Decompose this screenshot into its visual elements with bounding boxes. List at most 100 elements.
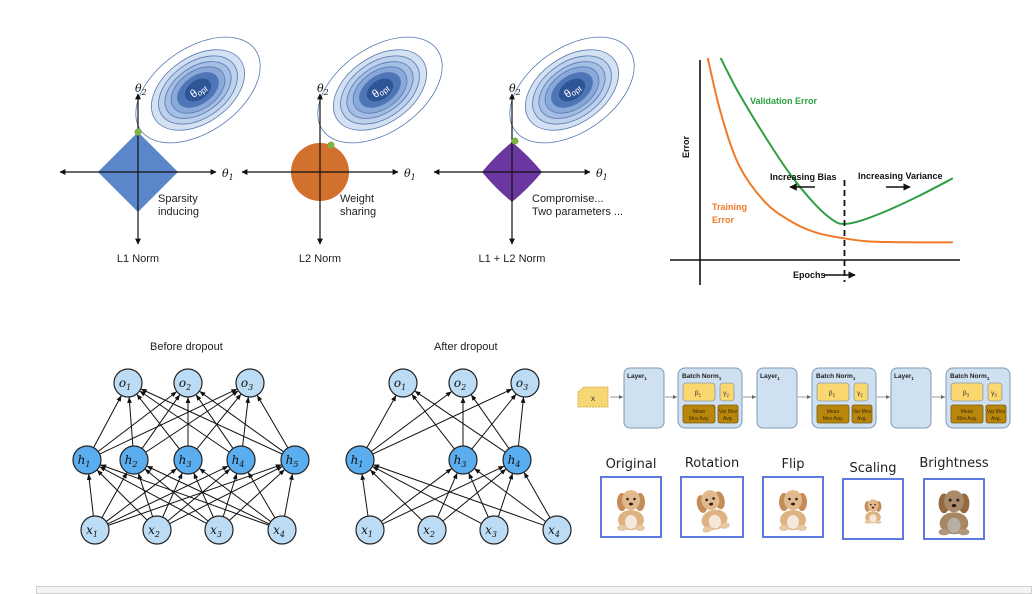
after-dropout-title: After dropout [434, 341, 498, 353]
connection [105, 468, 178, 522]
svg-text:Batch Norm1: Batch Norm1 [816, 373, 856, 381]
puppy-image [938, 490, 970, 536]
input-x-node: x [577, 386, 609, 408]
svg-text:Var Mov: Var Mov [987, 409, 1006, 415]
mean-moving-average [682, 404, 716, 424]
augmentation-label: Brightness [919, 456, 989, 471]
caption-line-2: inducing [158, 206, 199, 218]
output-node: o2 [448, 368, 478, 398]
variance-moving-average [985, 404, 1007, 424]
connection [93, 395, 122, 448]
augmentation-label: Flip [781, 457, 805, 472]
connection [468, 472, 489, 518]
hidden-node: h4 [226, 445, 256, 475]
connection [140, 388, 283, 455]
connection [199, 390, 284, 453]
connection [442, 468, 507, 522]
connection [523, 471, 551, 519]
svg-text:Mov Avg.: Mov Avg. [823, 416, 843, 422]
connection [242, 396, 251, 447]
svg-text:β1: β1 [695, 390, 702, 398]
connection [414, 390, 506, 453]
connection [169, 465, 283, 525]
connection [101, 471, 128, 519]
input-node: x4 [542, 515, 572, 545]
theta1-label: θ1 [222, 167, 234, 182]
connection [517, 396, 526, 447]
svg-text:x1: x1 [86, 523, 98, 539]
svg-text:Avg.: Avg. [723, 416, 733, 422]
augmentation-image-frame [923, 478, 985, 540]
svg-text:x2: x2 [148, 523, 160, 539]
norm-label: L1 Norm [117, 253, 159, 265]
caption-line-2: sharing [340, 206, 376, 218]
y-axis-label: Error [681, 135, 691, 158]
svg-text:x1: x1 [361, 523, 373, 539]
connection [100, 464, 269, 526]
svg-text:Var Mov: Var Mov [719, 409, 738, 415]
variance-moving-average [851, 404, 873, 424]
caption-line-1: Weight [340, 193, 374, 205]
connection [195, 394, 234, 449]
connection [97, 391, 178, 452]
gamma-param [853, 382, 869, 402]
variance-moving-average [717, 404, 739, 424]
augmentation-image-frame [762, 476, 824, 538]
augmentation-image-frame [680, 476, 744, 538]
training-error-label-2: Error [712, 215, 735, 225]
hidden-node: h1 [345, 445, 375, 475]
connection [471, 393, 517, 450]
output-node: o3 [235, 368, 265, 398]
connection [366, 394, 397, 449]
svg-text:x3: x3 [485, 523, 497, 539]
connection [370, 390, 453, 453]
connection [247, 471, 276, 519]
connection [137, 473, 154, 517]
output-node: o1 [388, 368, 418, 398]
puppy-image [864, 499, 882, 524]
norm-label: L1 + L2 Norm [479, 253, 546, 265]
svg-text:x3: x3 [210, 523, 222, 539]
augmentation-label: Rotation [684, 456, 740, 471]
svg-text:Mov Avg.: Mov Avg. [957, 416, 977, 422]
gamma-param [987, 382, 1003, 402]
loss-contour [184, 77, 212, 103]
connection [256, 394, 289, 449]
connection [497, 473, 514, 517]
x-axis-label: Epochs [793, 270, 826, 280]
input-node: x3 [204, 515, 234, 545]
layer-block: Layer1 [890, 367, 932, 429]
connection [437, 472, 458, 518]
puppy-image [779, 490, 807, 531]
input-node: x2 [417, 515, 447, 545]
svg-text:Layer1: Layer1 [627, 373, 647, 381]
connection [139, 390, 230, 453]
connection [145, 390, 239, 453]
input-node: x2 [142, 515, 172, 545]
connection [96, 469, 148, 521]
augmentation-label: Original [605, 457, 657, 472]
hidden-node: h1 [72, 445, 102, 475]
horizontal-scrollbar[interactable] [36, 586, 1032, 594]
svg-text:x4: x4 [548, 523, 560, 539]
svg-text:Batch Norm1: Batch Norm1 [950, 373, 990, 381]
svg-text:Avg.: Avg. [857, 416, 867, 422]
augmentation-image-frame [600, 476, 662, 538]
connection [141, 394, 181, 449]
caption-line-1: Sparsity [158, 193, 198, 205]
connection [193, 472, 214, 518]
connection [127, 396, 134, 447]
mean-moving-average [950, 404, 984, 424]
validation-error-line [719, 57, 954, 225]
svg-text:Layer1: Layer1 [760, 373, 780, 381]
increasing-bias-label: Increasing Bias [770, 172, 837, 182]
svg-text:Mov Avg.: Mov Avg. [689, 416, 709, 422]
loss-contour [366, 77, 394, 103]
svg-text:γ2: γ2 [857, 390, 863, 398]
hidden-node: h3 [173, 445, 203, 475]
connection [372, 466, 482, 524]
